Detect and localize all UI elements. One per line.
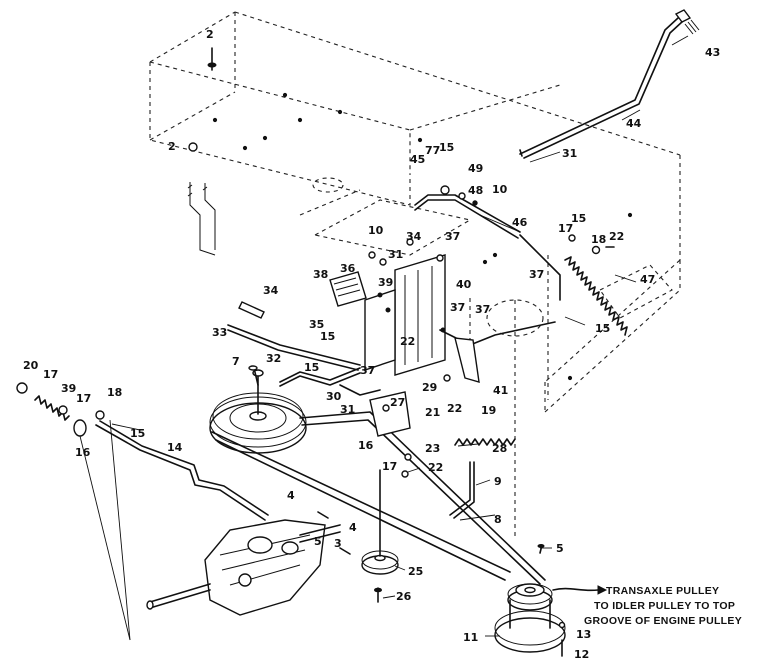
callout-4: 4	[349, 521, 357, 534]
transaxle-pulley	[494, 544, 566, 657]
routing-arrow	[552, 585, 608, 595]
callout-26: 26	[396, 590, 412, 603]
callout-37: 37	[529, 268, 544, 281]
callout-10: 10	[368, 224, 384, 237]
callout-40: 40	[456, 278, 472, 291]
callout-31: 31	[562, 147, 577, 160]
callout-33: 33	[212, 326, 227, 339]
callout-77: 77	[425, 144, 440, 157]
callout-3: 3	[334, 537, 342, 550]
callout-2: 2	[168, 140, 176, 153]
callout-17: 17	[43, 368, 58, 381]
callout-30: 30	[326, 390, 342, 403]
callout-22: 22	[400, 335, 415, 348]
chassis-frame	[149, 11, 681, 540]
drive-belts	[211, 411, 546, 585]
callout-34: 34	[406, 230, 422, 243]
callout-37: 37	[450, 301, 465, 314]
callout-15: 15	[304, 361, 319, 374]
callout-41: 41	[493, 384, 508, 397]
engine-pulley	[209, 369, 307, 454]
callout-25: 25	[408, 565, 423, 578]
callout-16: 16	[358, 439, 374, 452]
callout-22: 22	[428, 461, 443, 474]
belt-routing-note: TRANSAXLE PULLEY TO IDLER PULLEY TO TOP …	[584, 585, 742, 627]
callout-22: 22	[609, 230, 624, 243]
callout-15: 15	[595, 322, 610, 335]
callout-16: 16	[75, 446, 91, 459]
callout-19: 19	[481, 404, 496, 417]
callout-48: 48	[468, 184, 483, 197]
callout-43: 43	[705, 46, 720, 59]
idler-pulley	[361, 469, 399, 603]
callout-22: 22	[447, 402, 462, 415]
callout-7: 7	[232, 355, 240, 368]
callout-10: 10	[492, 183, 508, 196]
callout-23: 23	[425, 442, 440, 455]
callout-39: 39	[378, 276, 393, 289]
idler-arm	[369, 391, 516, 519]
callout-15: 15	[320, 330, 335, 343]
callout-31: 31	[340, 403, 355, 416]
center-bracket-assembly	[329, 238, 556, 383]
spring-47	[564, 234, 628, 336]
shift-lever-rod	[519, 9, 700, 159]
callout-labels: 2 2 43 44 31 77 15 45 49 48 10 46 17 15 …	[23, 28, 720, 661]
callout-17: 17	[558, 222, 573, 235]
callout-28: 28	[492, 442, 507, 455]
callout-45: 45	[410, 153, 425, 166]
callout-36: 36	[340, 262, 356, 275]
callout-49: 49	[468, 162, 483, 175]
callout-15: 15	[130, 427, 145, 440]
callout-32: 32	[266, 352, 281, 365]
callout-5: 5	[556, 542, 564, 555]
note-line-3: GROOVE OF ENGINE PULLEY	[584, 615, 742, 627]
callout-2: 2	[206, 28, 214, 41]
callout-15: 15	[439, 141, 454, 154]
callout-18: 18	[107, 386, 122, 399]
callout-11: 11	[463, 631, 478, 644]
callout-15: 15	[571, 212, 586, 225]
callout-27: 27	[390, 396, 405, 409]
callout-39: 39	[61, 382, 76, 395]
callout-18: 18	[591, 233, 606, 246]
callout-44: 44	[626, 117, 642, 130]
callout-13: 13	[576, 628, 591, 641]
callout-5: 5	[314, 535, 322, 548]
callout-37: 37	[475, 303, 490, 316]
callout-46: 46	[512, 216, 528, 229]
callout-17: 17	[76, 392, 91, 405]
callout-9: 9	[494, 475, 502, 488]
callout-34: 34	[263, 284, 279, 297]
callout-35: 35	[309, 318, 324, 331]
bolt-7	[248, 365, 259, 386]
note-line-1: TRANSAXLE PULLEY	[606, 585, 719, 597]
mounting-bolts-left	[187, 47, 217, 256]
callout-38: 38	[313, 268, 328, 281]
callout-12: 12	[574, 648, 589, 661]
callout-17: 17	[382, 460, 397, 473]
transaxle	[146, 511, 351, 616]
callout-14: 14	[167, 441, 183, 454]
callout-20: 20	[23, 359, 39, 372]
upper-linkage	[414, 185, 561, 301]
callout-37: 37	[360, 364, 375, 377]
callout-21: 21	[425, 406, 440, 419]
callout-31: 31	[388, 248, 403, 261]
brake-rods	[227, 301, 381, 396]
shift-rod-assembly	[16, 382, 269, 641]
callout-29: 29	[422, 381, 437, 394]
callout-leaders	[111, 35, 689, 637]
callout-47: 47	[640, 273, 655, 286]
note-line-2: TO IDLER PULLEY TO TOP	[594, 600, 735, 612]
callout-4: 4	[287, 489, 295, 502]
callout-8: 8	[494, 513, 502, 526]
callout-37: 37	[445, 230, 460, 243]
